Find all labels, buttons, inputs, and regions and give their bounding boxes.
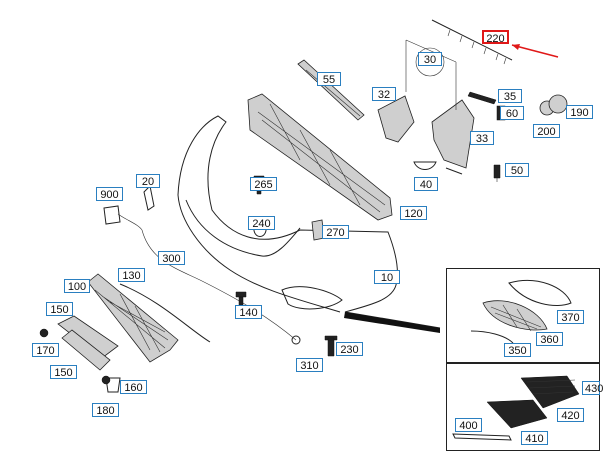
bracket-30-outline xyxy=(405,39,457,110)
wire-link xyxy=(445,167,463,175)
label-part-140[interactable]: 140 xyxy=(235,305,262,319)
grille-420 xyxy=(486,399,548,429)
callout-arrow xyxy=(511,44,559,58)
module-cable xyxy=(117,213,143,231)
screw-140 xyxy=(235,291,247,306)
label-part-40[interactable]: 40 xyxy=(414,177,438,191)
label-part-350[interactable]: 350 xyxy=(504,343,531,357)
strip-55-detail xyxy=(305,69,361,117)
label-part-35[interactable]: 35 xyxy=(498,89,522,103)
bumper-cover-10 xyxy=(177,115,441,329)
label-part-170[interactable]: 170 xyxy=(32,343,59,357)
detail-circle-30 xyxy=(415,47,445,77)
label-part-220-highlighted[interactable]: 220 xyxy=(482,30,509,45)
label-part-360[interactable]: 360 xyxy=(536,332,563,346)
trim-400 xyxy=(452,433,512,441)
bumper-bottom-strip xyxy=(344,312,440,333)
label-part-410[interactable]: 410 xyxy=(521,431,548,445)
chrome-strip-350 xyxy=(470,330,514,344)
label-part-265[interactable]: 265 xyxy=(250,177,277,191)
bumper-grille-opening xyxy=(185,199,301,257)
screw-170 xyxy=(39,328,49,338)
label-part-200[interactable]: 200 xyxy=(533,124,560,138)
label-part-120[interactable]: 120 xyxy=(400,206,427,220)
nut-180 xyxy=(101,375,111,385)
label-part-230[interactable]: 230 xyxy=(336,342,363,356)
harness-connector-310 xyxy=(291,335,301,345)
foglamp-grille-360 xyxy=(482,300,548,331)
absorber-ribs xyxy=(257,103,386,213)
inset-amg-panel xyxy=(446,363,600,451)
clip-40 xyxy=(413,161,437,170)
bracket-33 xyxy=(431,99,475,169)
grille-mesh xyxy=(94,289,169,353)
screw-50 xyxy=(493,164,501,179)
inset-foglamp-drawing xyxy=(470,279,572,344)
foglamp-opening xyxy=(281,286,343,310)
bracket-35 xyxy=(467,91,497,105)
grille-430 xyxy=(520,375,580,409)
inset-foglamp-panel xyxy=(446,268,600,363)
bracket-strip-220 xyxy=(431,19,513,61)
bolt-230 xyxy=(324,335,338,357)
label-part-430[interactable]: 430 xyxy=(582,381,603,395)
label-part-310[interactable]: 310 xyxy=(296,358,323,372)
sensor-190 xyxy=(548,94,568,114)
bracket-20 xyxy=(143,184,155,211)
bumper-cover-lower-edge xyxy=(177,194,341,313)
label-part-240[interactable]: 240 xyxy=(248,216,275,230)
label-part-900[interactable]: 900 xyxy=(96,187,123,201)
clip-160 xyxy=(105,377,121,393)
foglamp-ring-370 xyxy=(508,279,572,306)
inset-amg-drawing xyxy=(452,375,580,441)
impact-absorber-120 xyxy=(247,93,393,221)
label-part-400[interactable]: 400 xyxy=(455,418,482,432)
label-part-180[interactable]: 180 xyxy=(92,403,119,417)
label-part-50[interactable]: 50 xyxy=(505,163,529,177)
callout-arrow-head xyxy=(512,44,520,50)
strip-clips xyxy=(447,29,507,65)
label-part-190[interactable]: 190 xyxy=(566,105,593,119)
wiring-harness-300 xyxy=(141,229,297,341)
label-part-150-top[interactable]: 150 xyxy=(46,302,73,316)
foglamp-grille-mesh xyxy=(490,304,542,332)
label-part-160[interactable]: 160 xyxy=(120,380,147,394)
license-plate-150 xyxy=(61,329,111,371)
label-part-370[interactable]: 370 xyxy=(557,310,584,324)
bracket-32 xyxy=(377,95,415,143)
label-part-30[interactable]: 30 xyxy=(418,52,442,66)
label-part-130[interactable]: 130 xyxy=(118,268,145,282)
label-part-60[interactable]: 60 xyxy=(500,106,524,120)
grille-430-mesh xyxy=(526,379,576,395)
label-part-33[interactable]: 33 xyxy=(470,131,494,145)
label-part-300[interactable]: 300 xyxy=(158,251,185,265)
trim-strip-130 xyxy=(119,283,211,343)
label-part-55[interactable]: 55 xyxy=(317,72,341,86)
label-part-10[interactable]: 10 xyxy=(374,270,400,284)
label-part-32[interactable]: 32 xyxy=(372,87,396,101)
label-part-270[interactable]: 270 xyxy=(322,225,349,239)
label-part-100[interactable]: 100 xyxy=(64,279,90,293)
label-part-420[interactable]: 420 xyxy=(557,408,584,422)
module-900 xyxy=(103,205,121,225)
label-part-150-bottom[interactable]: 150 xyxy=(50,365,77,379)
label-part-20[interactable]: 20 xyxy=(136,174,160,188)
